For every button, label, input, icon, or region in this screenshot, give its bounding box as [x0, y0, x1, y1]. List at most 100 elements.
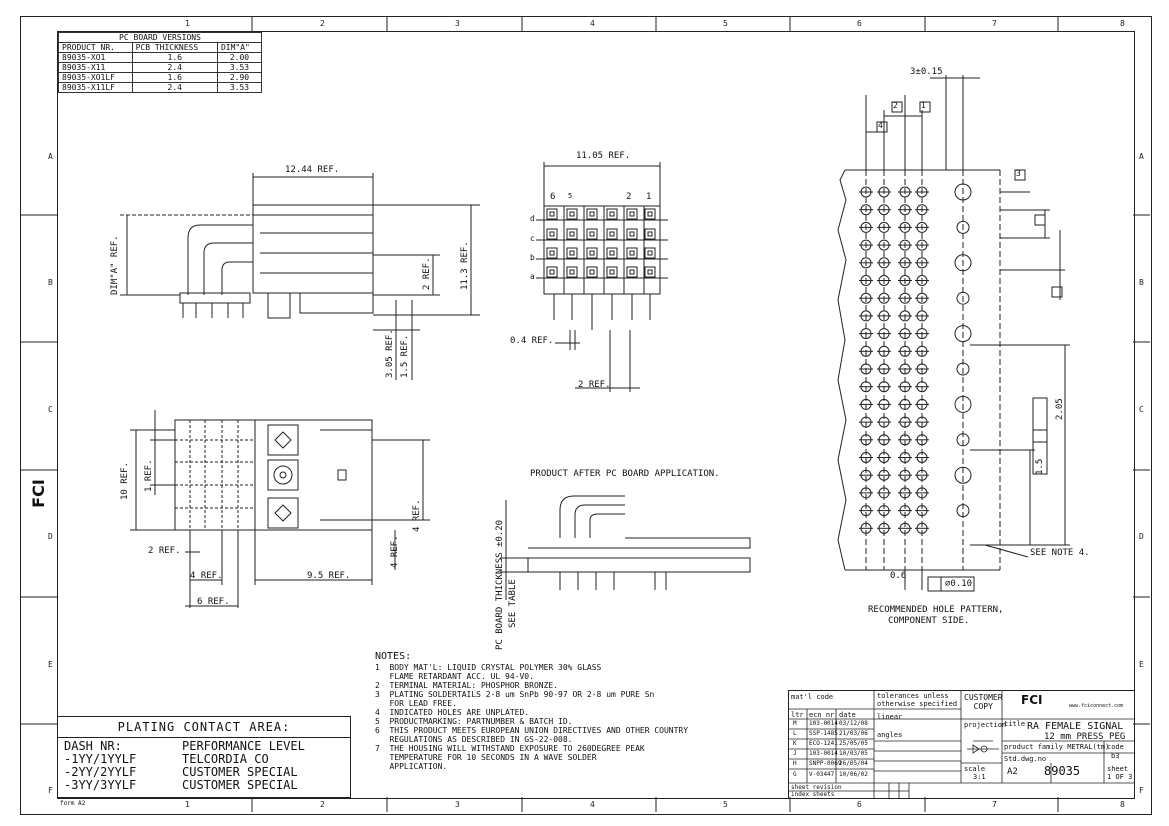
plating-dash: -2YY/2YYLF: [64, 765, 137, 779]
cell: 2.4: [131, 82, 218, 93]
zone-top-7: 7: [992, 19, 997, 28]
zone-bottom-7: 7: [992, 800, 997, 809]
zone-left-f: F: [48, 786, 53, 795]
rev-date: 21/03/06: [839, 730, 868, 737]
hole-dim-205: 2.05: [1055, 398, 1065, 420]
rev-ecn: 103-0014: [809, 720, 838, 727]
note-line: 6 THIS PRODUCT MEETS EUROPEAN UNION DIRE…: [375, 726, 689, 735]
note-line: 2 TERMINAL MATERIAL: PHOSPHOR BRONZE.: [375, 681, 559, 690]
side-2-ref: 2 REF.: [422, 257, 432, 290]
pcb-thickness-note: PC BOARD THICKNESS ±0.20: [495, 519, 505, 650]
contact-cavity: [586, 228, 598, 240]
pcb-versions-table: PC BOARD VERSIONS PRODUCT NR. PCB THICKN…: [58, 32, 263, 93]
rev-date: 26/05/04: [839, 760, 868, 767]
zone-bottom-6: 6: [857, 800, 862, 809]
plating-level: TELCORDIA CO: [182, 752, 269, 766]
zone-bottom-2: 2: [320, 800, 325, 809]
hole-box-3: 3: [1016, 169, 1021, 178]
front-col-1: 1: [646, 192, 652, 202]
rev-col-ecn: ecn nr: [809, 711, 835, 719]
pcb-peg-hole: [956, 504, 970, 518]
pcb-peg-hole: [954, 183, 972, 201]
contact-cavity: [566, 208, 578, 220]
zone-right-c: C: [1139, 405, 1144, 414]
note-line: 5 PRODUCTMARKING: PARTNUMBER & BATCH ID.: [375, 717, 573, 726]
pcb-peg-hole: [956, 220, 970, 234]
cell: 3.53: [216, 82, 263, 93]
hole-dim-15: 1.5: [1035, 458, 1045, 475]
rev-ecn: SSP-1485: [809, 730, 838, 737]
contact-cavity: [626, 228, 638, 240]
notes-list: 1 BODY MAT'L: LIQUID CRYSTAL POLYMER 30%…: [375, 663, 688, 771]
sheet-revision-label: sheet revision: [791, 784, 842, 791]
rev-ecn: ECO-1241: [809, 740, 838, 747]
rev-ecn: V-03447: [809, 771, 835, 778]
pcb-peg-hole: [954, 466, 972, 484]
drawing-frame: [20, 16, 1152, 815]
zone-bottom-3: 3: [455, 800, 460, 809]
hole-box-1: 1: [921, 101, 926, 110]
hole-dim-06: 0.6: [890, 571, 907, 581]
title-block-grid: [789, 691, 1134, 798]
zone-top-5: 5: [723, 19, 728, 28]
table-row: -2YY/2YYLF CUSTOMER SPECIAL: [58, 766, 350, 779]
rev-ltr: M: [793, 720, 797, 727]
note-line: 1 BODY MAT'L: LIQUID CRYSTAL POLYMER 30%…: [375, 663, 602, 672]
contact-cavity: [644, 208, 656, 220]
zone-top-4: 4: [590, 19, 595, 28]
pcb-peg-hole: [956, 362, 970, 376]
zone-left-e: E: [48, 660, 53, 669]
rev-ecn: 103-0014: [809, 750, 838, 757]
hole-phi-010: ⌀0.10: [945, 579, 973, 589]
zone-left-c: C: [48, 405, 53, 414]
front-col-6: 6: [550, 192, 556, 202]
zone-left-b: B: [48, 278, 53, 287]
contact-cavity: [606, 266, 618, 278]
scale-value: 3:1: [973, 773, 986, 781]
plating-title: PLATING CONTACT AREA:: [58, 717, 350, 738]
front-row-b: b: [530, 253, 535, 262]
notes-title: NOTES:: [375, 651, 412, 662]
plating-dash: -1YY/1YYLF: [64, 752, 137, 766]
zone-right-f: F: [1139, 786, 1144, 795]
rev-date: 10/06/02: [839, 771, 868, 778]
zone-bottom-4: 4: [590, 800, 595, 809]
rev-ecn: SNPP-0069: [809, 760, 842, 767]
zone-top-6: 6: [857, 19, 862, 28]
product-family: product family METRAL(tm): [1004, 743, 1110, 751]
rev-ltr: J: [793, 750, 797, 757]
zone-left-a: A: [48, 152, 53, 161]
plating-level: CUSTOMER SPECIAL: [182, 765, 298, 779]
bottom-4-ref-lower: 4 REF.: [390, 535, 400, 568]
plating-contact-table: PLATING CONTACT AREA: DASH NR: PERFORMAN…: [57, 716, 351, 798]
zone-bottom-1: 1: [185, 800, 190, 809]
side-dima-ref: DIM"A" REF.: [110, 235, 120, 295]
rev-col-ltr: ltr: [791, 711, 804, 719]
angles-label: angles: [877, 731, 903, 739]
side-15-ref: 1.5 REF.: [400, 334, 410, 378]
front-pitch-04: 0.4 REF.: [510, 336, 554, 346]
front-row-a: a: [530, 272, 535, 281]
contact-cavity: [606, 208, 618, 220]
drawing-title: RA FEMALE SIGNAL: [1027, 721, 1124, 732]
zone-top-1: 1: [185, 19, 190, 28]
projection-label: projection: [964, 721, 1007, 729]
side-width-ref: 12.44 REF.: [285, 165, 340, 175]
hole-box-2: 2: [893, 101, 898, 110]
bottom-95-ref: 9.5 REF.: [307, 571, 351, 581]
pcb-peg-hole: [954, 254, 972, 272]
zone-bottom-5: 5: [723, 800, 728, 809]
front-pitch-2: 2 REF.: [578, 380, 611, 390]
front-row-d: d: [530, 214, 535, 223]
hole-pattern-title: RECOMMENDED HOLE PATTERN,: [868, 605, 1004, 615]
zone-top-3: 3: [455, 19, 460, 28]
code-value: b3: [1111, 752, 1120, 760]
rev-date: 10/03/05: [839, 750, 868, 757]
title-label: title: [1004, 720, 1026, 728]
linear-label: linear: [877, 713, 903, 721]
contact-cavity: [626, 208, 638, 220]
contact-cavity: [644, 247, 656, 259]
zone-right-d: D: [1139, 532, 1144, 541]
zone-top-8: 8: [1120, 19, 1125, 28]
rev-date: 03/12/08: [839, 720, 868, 727]
